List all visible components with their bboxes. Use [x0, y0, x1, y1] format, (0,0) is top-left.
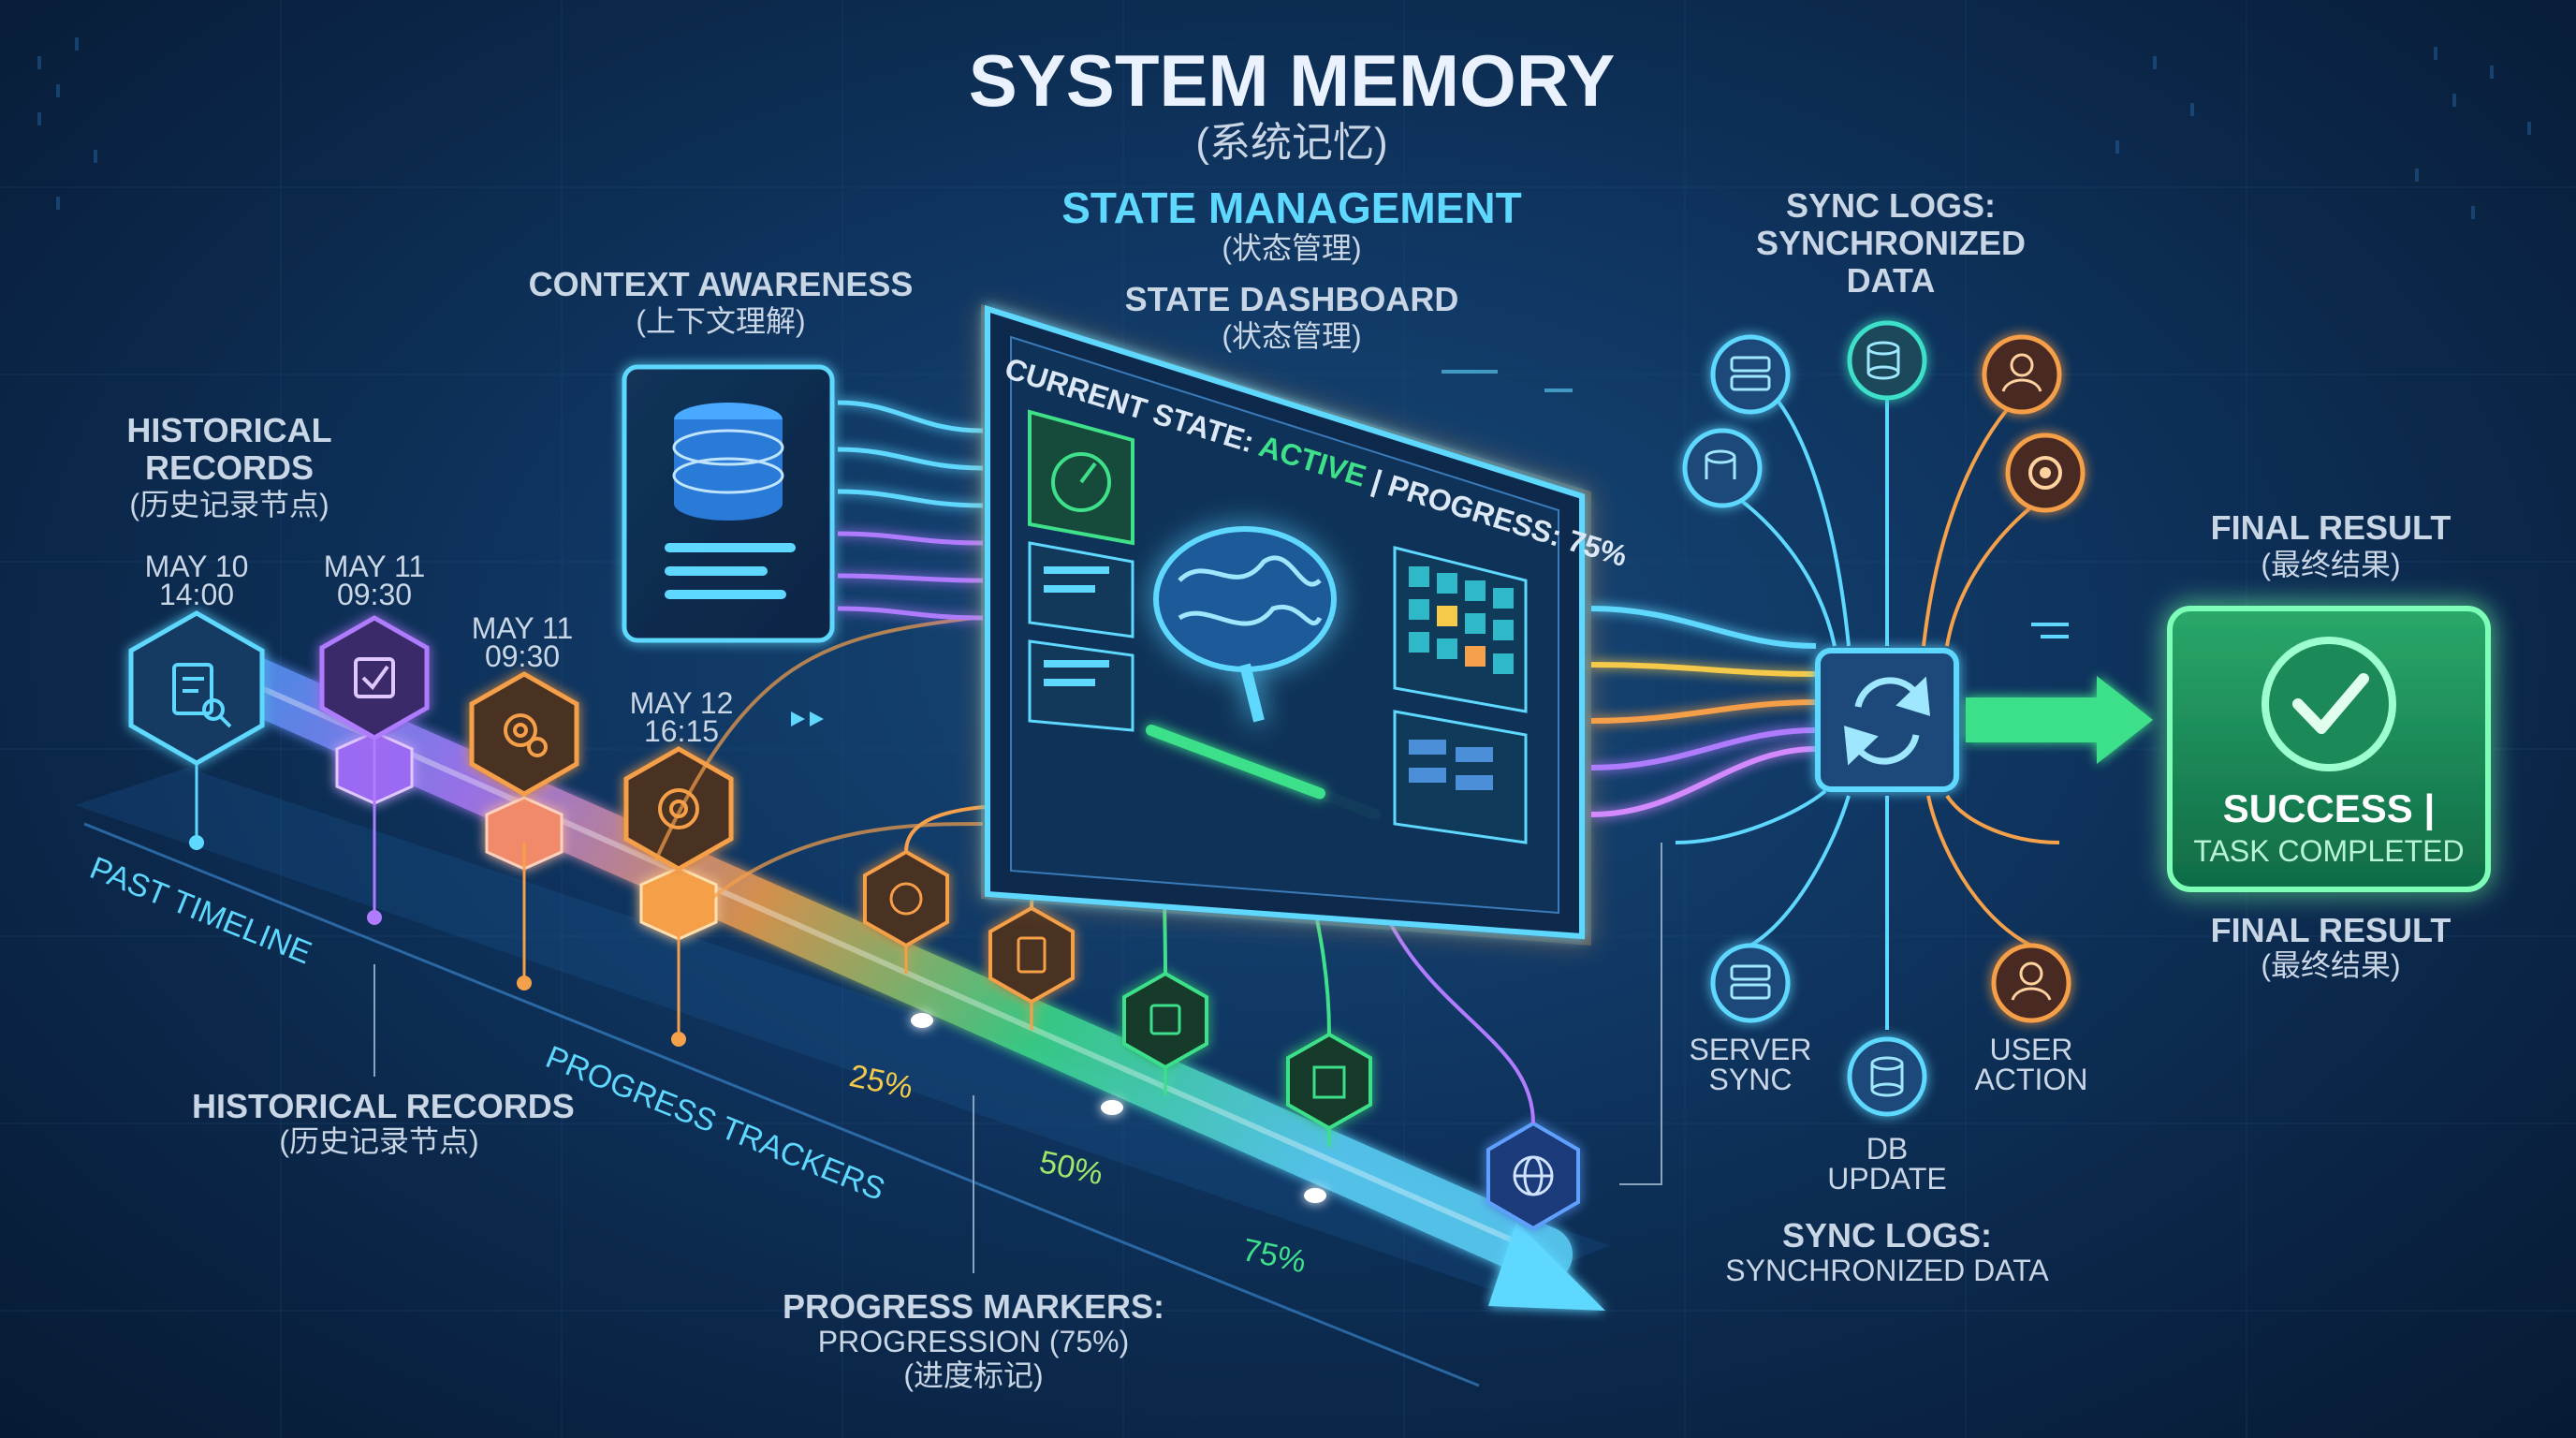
sync-circle-nodes	[1682, 320, 2086, 1117]
timestamp-4-date: MAY 12	[629, 686, 734, 720]
sync-logs-top-line3: DATA	[1846, 261, 1936, 300]
globe-icon	[1486, 1121, 1580, 1231]
timestamp-3-date: MAY 11	[471, 611, 574, 645]
final-result-bottom-title: FINAL RESULT	[2210, 911, 2452, 949]
server-sync-line1: SERVER	[1689, 1033, 1812, 1066]
check-circle-icon	[2261, 637, 2396, 771]
dashboard-heatmap	[1393, 546, 1528, 713]
timestamp-1-time: 14:00	[158, 578, 235, 611]
progress-markers-line2: PROGRESSION (75%)	[817, 1325, 1130, 1358]
database-gear-icon	[1847, 320, 1927, 401]
timestamp-3-time: 09:30	[484, 639, 561, 673]
db-update-line1: DB	[1866, 1132, 1909, 1166]
success-title: SUCCESS |	[2222, 786, 2436, 830]
state-management-subtitle: (状态管理)	[1222, 231, 1362, 265]
historical-top-line2: RECORDS	[144, 448, 315, 487]
chart-icon-node	[863, 849, 949, 974]
data-rain-decoration	[37, 37, 2531, 219]
brain-icon	[1153, 526, 1337, 723]
state-dashboard-subtitle: (状态管理)	[1222, 319, 1362, 353]
timeline-track	[75, 627, 1610, 1387]
timestamp-1-date: MAY 10	[144, 550, 249, 583]
edit-icon-node	[1122, 971, 1208, 1095]
context-awareness-subtitle: (上下文理解)	[636, 304, 806, 338]
final-result-top-title: FINAL RESULT	[2210, 508, 2452, 547]
timestamp-2-time: 09:30	[336, 578, 413, 611]
progress-marker-dots	[911, 1013, 1326, 1203]
final-result-top-subtitle: (最终结果)	[2261, 548, 2401, 581]
checkbox-icon	[354, 657, 395, 698]
hex-node-history-1	[128, 610, 265, 766]
hex-node-history-4	[623, 746, 734, 872]
hex-node-history-3	[469, 671, 579, 797]
timeline-cubes	[335, 730, 718, 941]
success-subtitle: TASK COMPLETED	[2193, 834, 2465, 868]
user-action-line1: USER	[1989, 1033, 2073, 1066]
grid-icon-node	[1286, 1032, 1372, 1147]
progress-markers-title: PROGRESS MARKERS:	[782, 1287, 1165, 1326]
timestamp-4-time: 16:15	[643, 714, 720, 748]
state-dashboard-monitor	[981, 304, 1591, 946]
sync-logs-bottom-subtitle: SYNCHRONIZED DATA	[1725, 1254, 2049, 1287]
document-search-icon	[172, 663, 232, 728]
database-icon	[672, 403, 784, 521]
context-awareness-card	[622, 364, 835, 643]
decorative-marks	[791, 370, 2069, 726]
clipboard-icon	[988, 905, 1075, 1030]
historical-top-line1: HISTORICAL	[126, 411, 332, 449]
sync-connectors	[1619, 373, 2060, 1185]
server-sync-icon	[1710, 943, 1791, 1023]
historical-records-title: HISTORICAL RECORDS	[192, 1087, 575, 1125]
database-lock-icon	[1682, 428, 1763, 508]
success-card	[2167, 606, 2491, 892]
user-action-icon	[1991, 943, 2071, 1023]
page-title: SYSTEM MEMORY	[968, 39, 1616, 122]
progress-hex-nodes	[863, 849, 1580, 1231]
timeline-arrowhead	[1488, 1222, 1605, 1311]
timestamp-2-date: MAY 11	[323, 550, 426, 583]
server-icon	[1710, 334, 1791, 415]
gauge-icon	[1028, 409, 1134, 546]
state-dashboard-title: STATE DASHBOARD	[1124, 280, 1459, 318]
user-action-line2: ACTION	[1974, 1063, 2088, 1096]
gear-icon	[2005, 433, 2086, 513]
historical-records-subtitle: (历史记录节点)	[279, 1124, 479, 1158]
context-awareness-title: CONTEXT AWARENESS	[528, 265, 914, 303]
user-icon	[1982, 334, 2062, 415]
historical-top-line3: (历史记录节点)	[129, 488, 329, 521]
hex-node-history-2	[319, 615, 430, 741]
dashboard-progress-bar	[1146, 725, 1382, 820]
result-arrow	[1966, 676, 2153, 764]
sync-logs-top-line1: SYNC LOGS:	[1785, 186, 1996, 225]
sync-logs-bottom-title: SYNC LOGS:	[1781, 1216, 1992, 1255]
progress-markers-line3: (进度标记)	[903, 1358, 1044, 1392]
state-management-title: STATE MANAGEMENT	[1061, 183, 1522, 232]
context-arrows	[837, 400, 984, 621]
sync-icon	[1843, 676, 1931, 766]
page-subtitle: (系统记忆)	[1195, 120, 1388, 166]
sync-logs-top-line2: SYNCHRONIZED	[1755, 224, 2027, 262]
final-result-bottom-subtitle: (最终结果)	[2261, 948, 2401, 982]
db-update-line2: UPDATE	[1827, 1162, 1947, 1196]
db-update-icon	[1847, 1036, 1927, 1117]
sync-hub	[1815, 648, 1959, 792]
dashboard-output-arrows	[1590, 606, 1817, 817]
server-sync-line2: SYNC	[1708, 1063, 1793, 1096]
gear-check-icon	[504, 713, 548, 757]
